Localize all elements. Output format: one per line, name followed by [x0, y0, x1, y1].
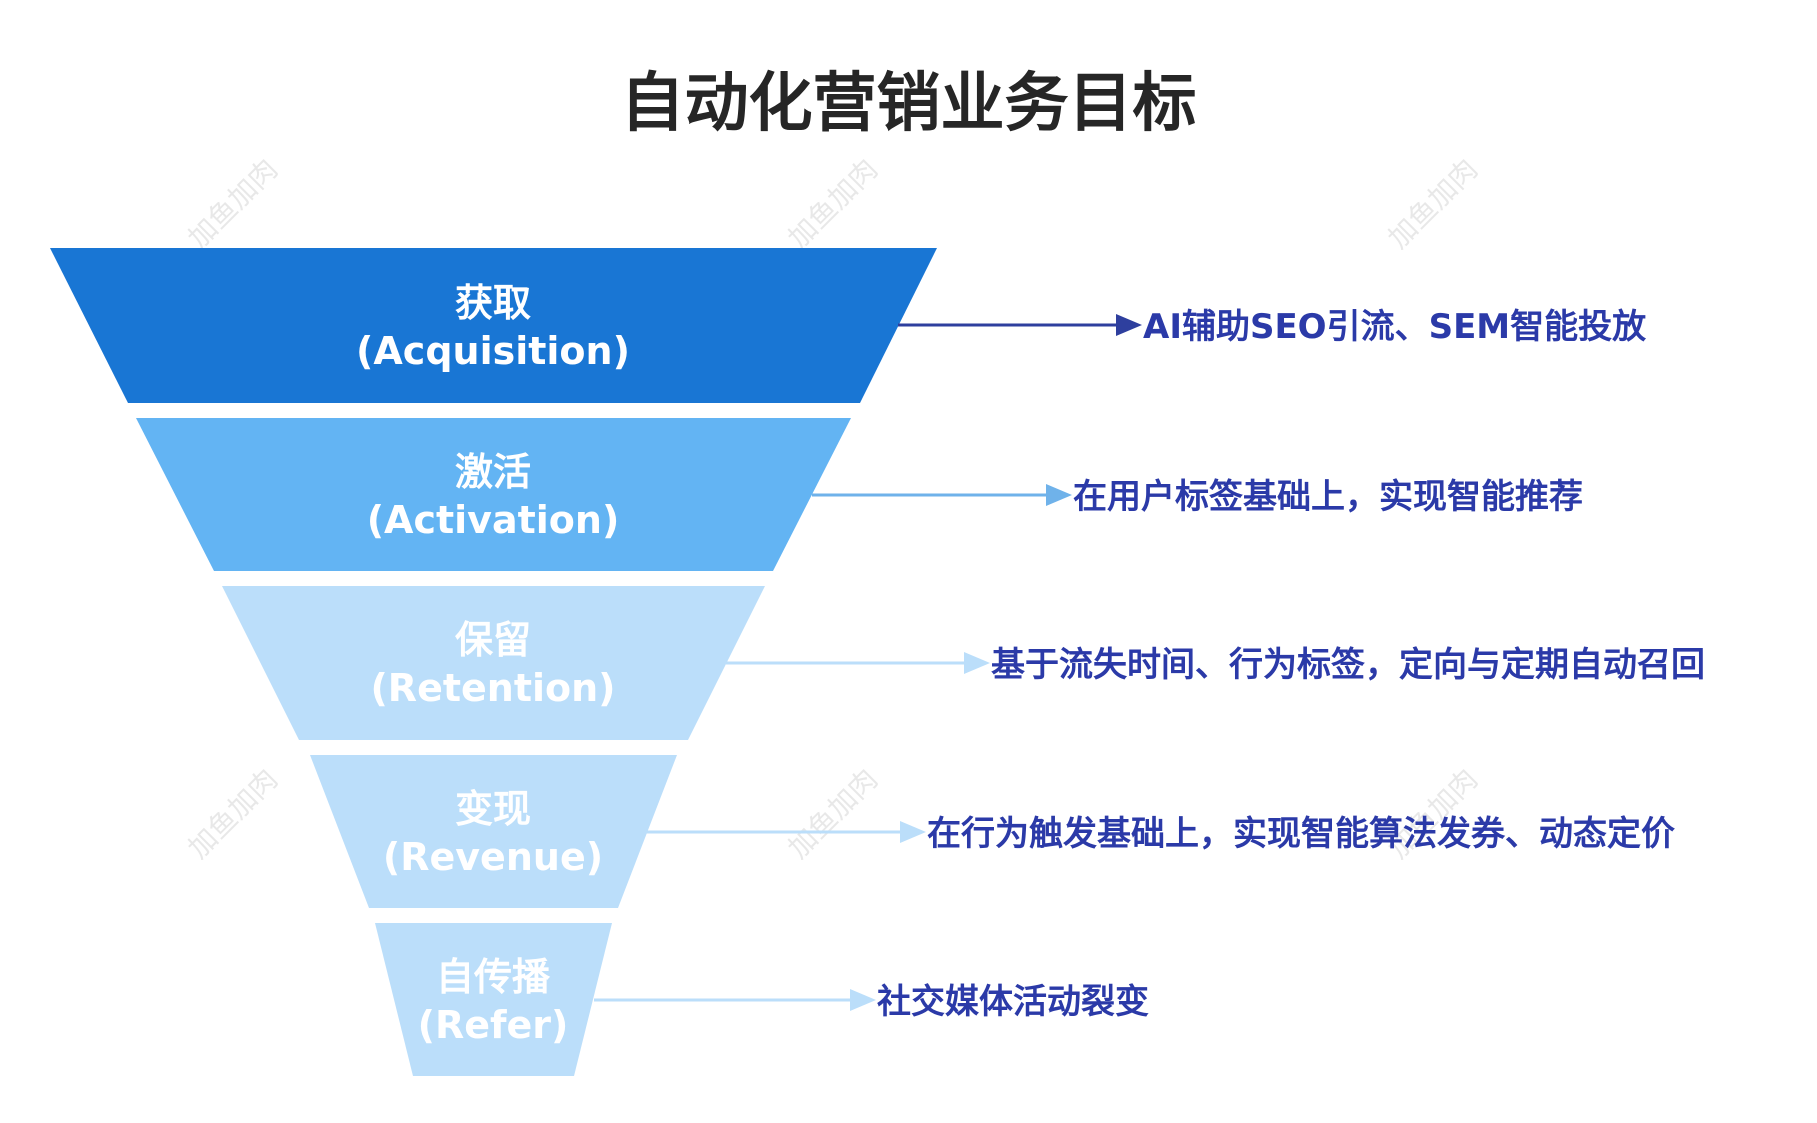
segment-sublabel-1: (Acquisition) [356, 329, 630, 373]
segment-label-5: 自传播 [436, 955, 551, 999]
segment-sublabel-3: (Retention) [370, 666, 615, 710]
arrow-head-1 [1116, 314, 1142, 336]
segment-description-5: 社交媒体活动裂变 [877, 982, 1149, 1022]
funnel-level-refer: 自传播 (Refer) 社交媒体活动裂变 [375, 923, 1149, 1076]
watermark-4: 加鱼加肉 [182, 762, 285, 865]
segment-description-2: 在用户标签基础上，实现智能推荐 [1073, 477, 1583, 517]
arrow-head-4 [900, 821, 926, 843]
arrow-head-3 [964, 652, 990, 674]
watermark-5: 加鱼加肉 [782, 762, 885, 865]
segment-sublabel-5: (Refer) [418, 1003, 569, 1047]
segment-description-1: AI辅助SEO引流、SEM智能投放 [1143, 307, 1646, 347]
funnel-segment-4 [310, 755, 677, 908]
funnel-level-revenue: 变现 (Revenue) 在行为触发基础上，实现智能算法发券、动态定价 [310, 755, 1675, 908]
funnel-level-retention: 保留 (Retention) 基于流失时间、行为标签，定向与定期自动召回 [222, 586, 1705, 740]
segment-description-4: 在行为触发基础上，实现智能算法发券、动态定价 [927, 814, 1675, 854]
arrow-head-2 [1046, 484, 1072, 506]
segment-label-2: 激活 [455, 450, 531, 494]
funnel-segment-2 [136, 418, 851, 571]
funnel-level-activation: 激活 (Activation) 在用户标签基础上，实现智能推荐 [136, 418, 1583, 571]
watermark-2: 加鱼加肉 [782, 152, 885, 255]
watermark-1: 加鱼加肉 [182, 152, 285, 255]
segment-label-4: 变现 [455, 787, 531, 831]
segment-label-1: 获取 [455, 281, 531, 325]
segment-sublabel-4: (Revenue) [383, 835, 603, 879]
funnel-level-acquisition: 获取 (Acquisition) AI辅助SEO引流、SEM智能投放 [50, 248, 1646, 403]
segment-description-3: 基于流失时间、行为标签，定向与定期自动召回 [991, 645, 1705, 685]
segment-label-3: 保留 [455, 618, 531, 662]
page-title: 自动化营销业务目标 [620, 67, 1197, 141]
funnel-segment-1 [50, 248, 937, 403]
funnel-segment-5 [375, 923, 612, 1076]
segment-sublabel-2: (Activation) [367, 498, 620, 542]
watermark-3: 加鱼加肉 [1382, 152, 1485, 255]
arrow-head-5 [850, 989, 876, 1011]
funnel-segment-3 [222, 586, 765, 740]
